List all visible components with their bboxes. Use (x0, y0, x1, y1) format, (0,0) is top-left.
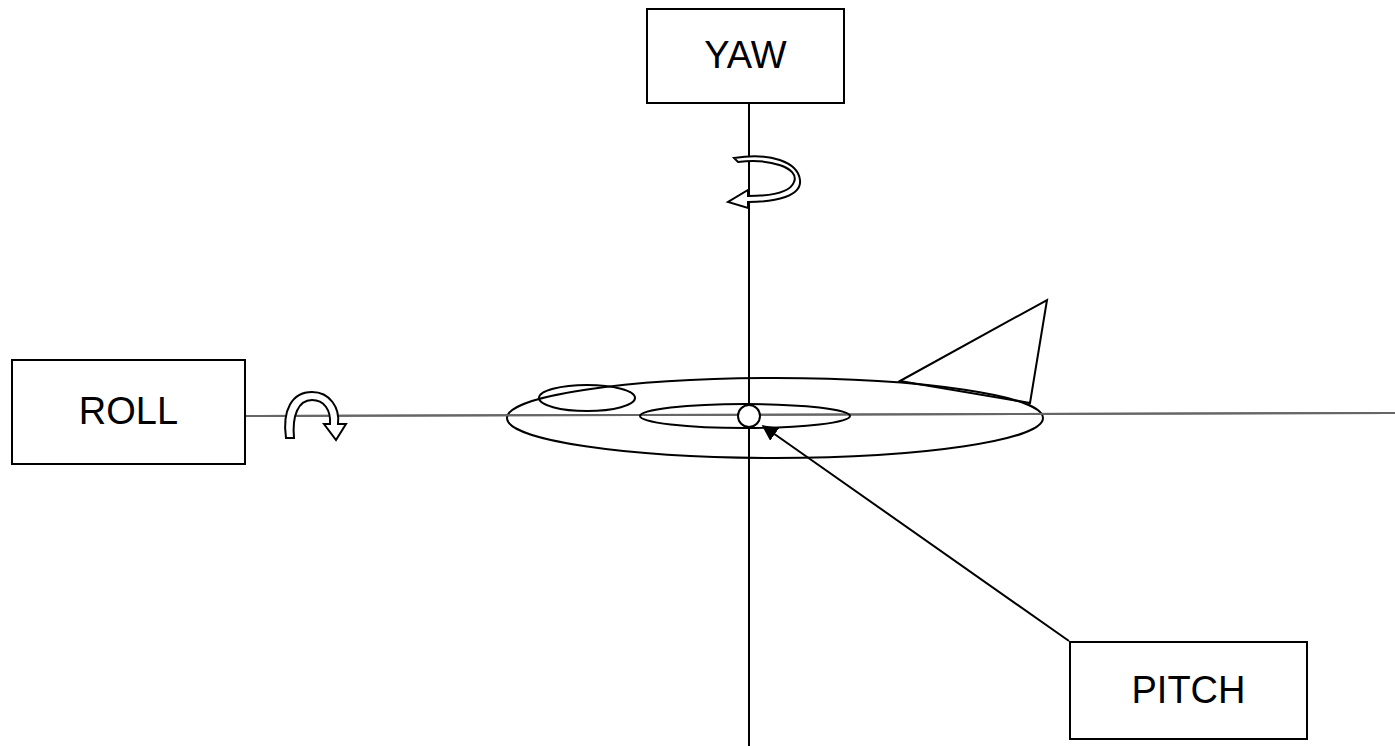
yaw-rotation-arrow (728, 156, 800, 208)
roll-axis-over (246, 413, 1395, 416)
center-of-gravity (738, 405, 760, 427)
tail-fin (900, 300, 1047, 403)
cockpit (539, 385, 635, 411)
axis-label: PITCH (1132, 670, 1246, 712)
roll-rotation-arrow (285, 392, 346, 440)
fuselage (507, 378, 1043, 458)
axis-label: ROLL (79, 391, 178, 433)
roll-axis (246, 413, 1395, 416)
yaw-label-box: YAW (646, 8, 845, 104)
wing (640, 404, 850, 428)
pitch-label-box: PITCH (1069, 641, 1308, 740)
pitch-leader (763, 426, 1069, 641)
axis-label: YAW (704, 35, 786, 77)
roll-label-box: ROLL (11, 359, 246, 465)
